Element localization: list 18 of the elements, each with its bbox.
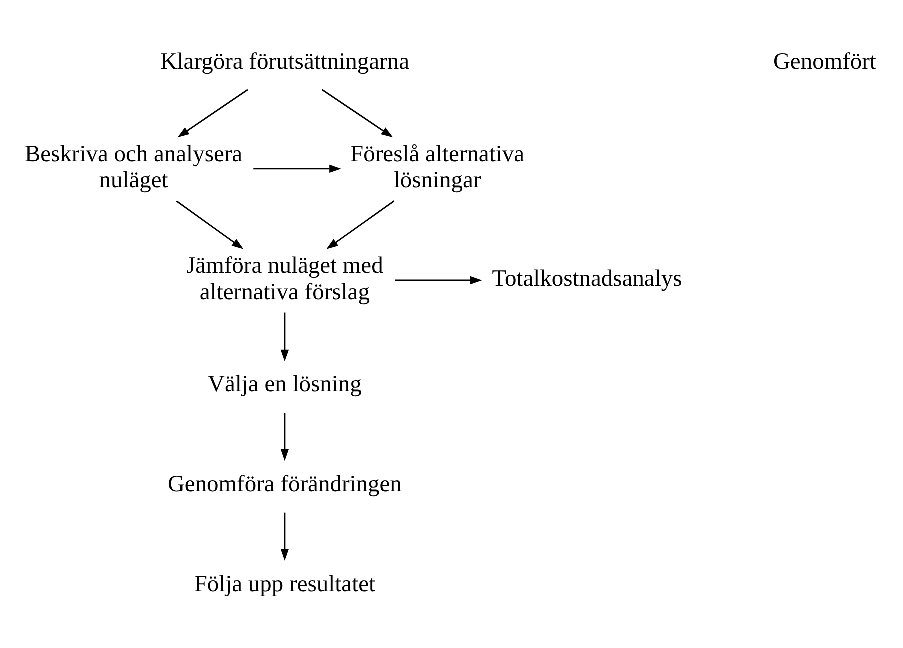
- arrow: [176, 200, 244, 249]
- arrow: [395, 276, 482, 284]
- node-text: Välja en lösning: [208, 371, 362, 398]
- node-text: Föreslå alternativa lösningar: [350, 140, 525, 194]
- arrow: [326, 200, 395, 249]
- arrow: [280, 312, 290, 362]
- arrow: [322, 88, 394, 138]
- node-text: Jämföra nuläget med alternativa förslag: [186, 252, 384, 305]
- node-text: Följa upp resultatet: [194, 570, 376, 597]
- node-text: Klargöra förutsättningarna: [160, 48, 410, 74]
- label: Genomfört: [773, 48, 876, 74]
- arrow: [280, 512, 290, 560]
- arrow: [280, 412, 290, 461]
- arrow: [254, 164, 342, 173]
- node-text: Beskriva och analysera nuläget: [24, 140, 243, 194]
- arrow: [178, 88, 248, 138]
- node-text: Totalkostnadsanalys: [492, 266, 682, 292]
- node-text: Genomföra förändringen: [168, 471, 402, 497]
